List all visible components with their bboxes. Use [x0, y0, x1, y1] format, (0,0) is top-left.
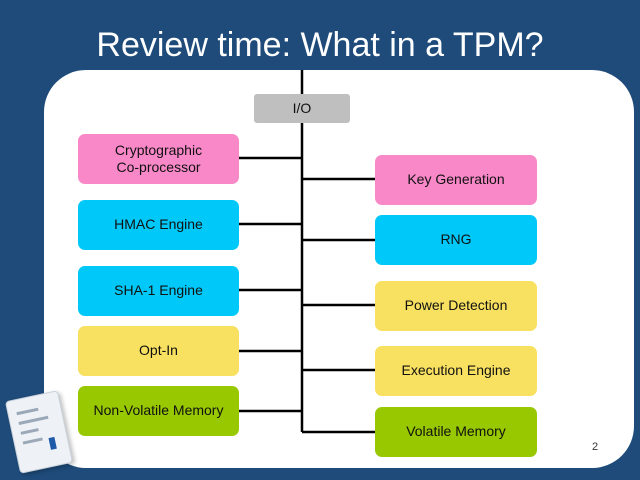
component-sha1-engine: SHA-1 Engine	[78, 266, 239, 316]
component-non-volatile-memory: Non-Volatile Memory	[78, 386, 239, 436]
component-volatile-memory: Volatile Memory	[375, 407, 537, 457]
component-key-generation: Key Generation	[375, 155, 537, 205]
io-box: I/O	[254, 94, 350, 123]
component-execution-engine: Execution Engine	[375, 346, 537, 396]
component-power-detection: Power Detection	[375, 281, 537, 331]
component-rng: RNG	[375, 215, 537, 265]
component-opt-in: Opt-In	[78, 326, 239, 376]
page-number: 2	[592, 441, 599, 453]
component-hmac-engine: HMAC Engine	[78, 200, 239, 250]
component-cryptographic-coprocessor: Cryptographic Co-processor	[78, 134, 239, 184]
slide-title: Review time: What in a TPM?	[96, 26, 544, 64]
